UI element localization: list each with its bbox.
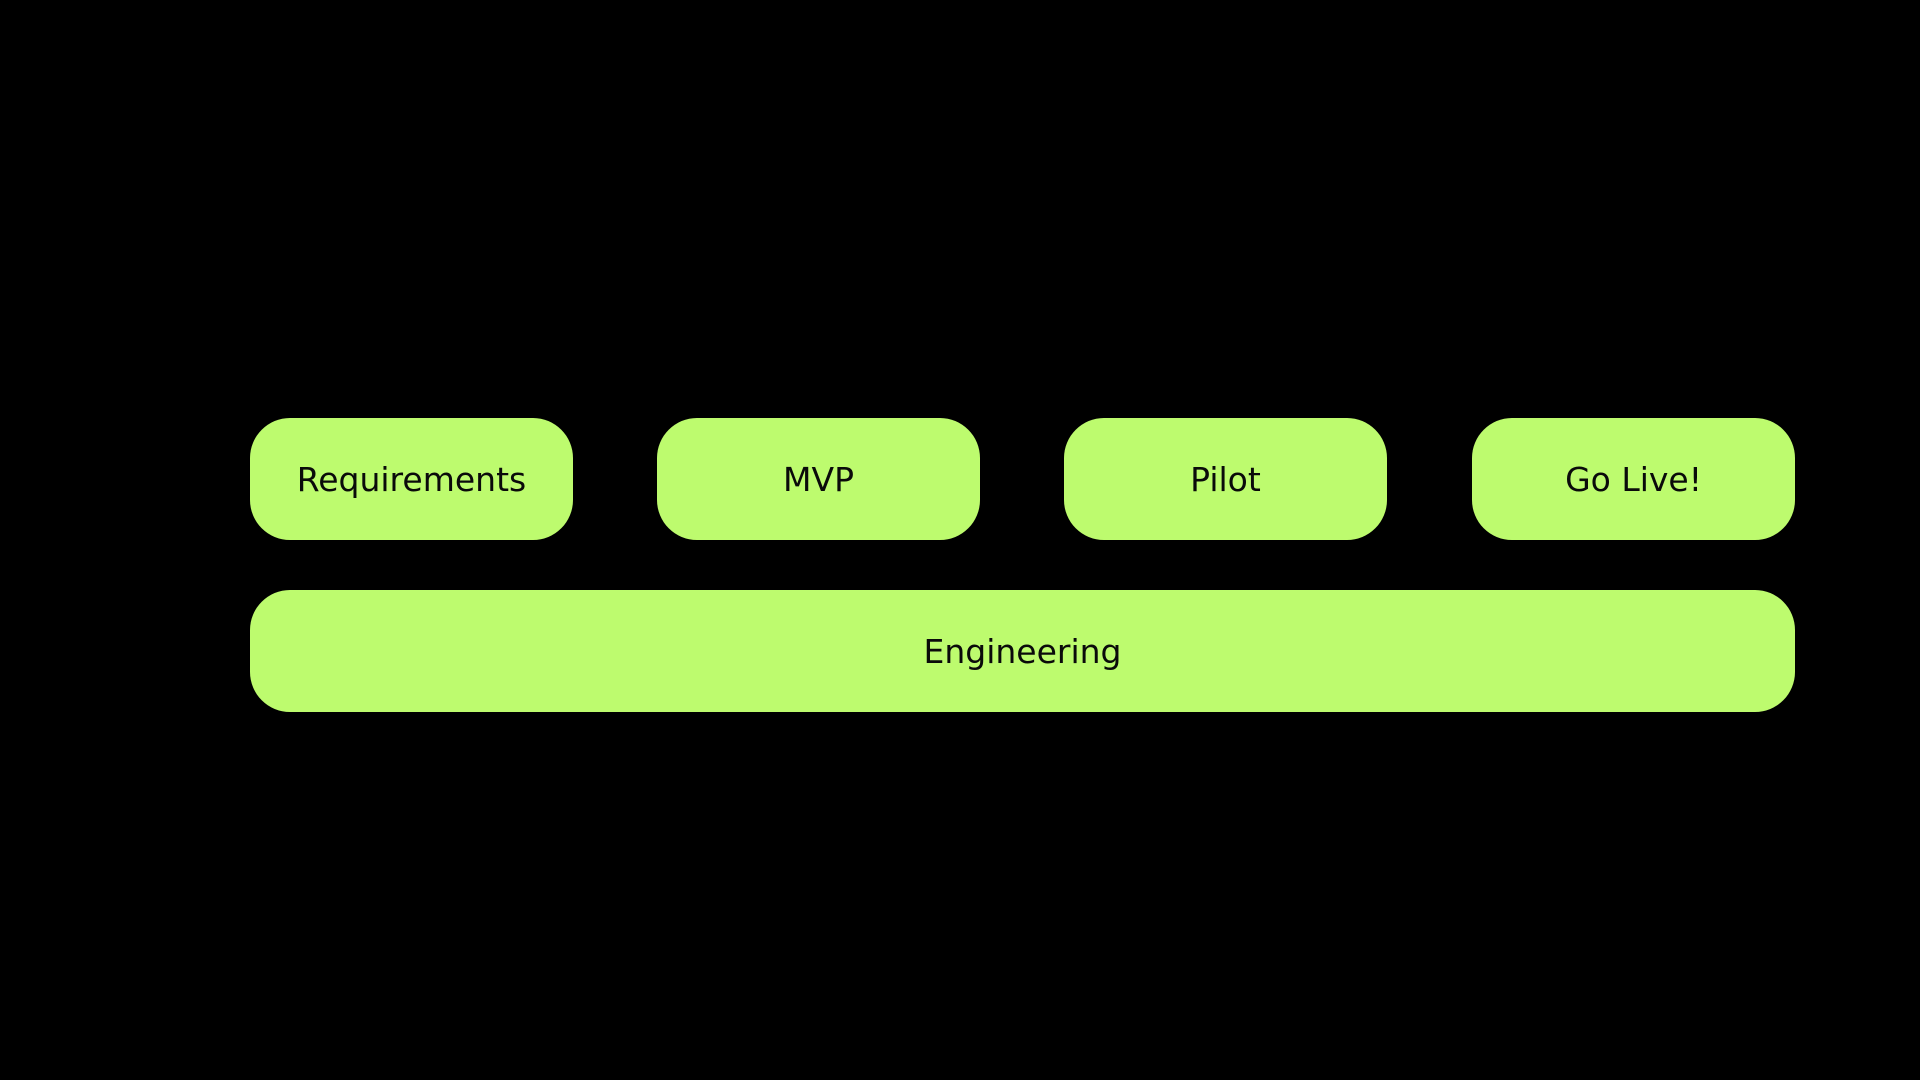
stage-requirements: Requirements [250,418,573,540]
stage-label: Go Live! [1565,459,1702,499]
stage-pilot: Pilot [1064,418,1387,540]
stage-label: MVP [783,459,854,499]
foundation-engineering: Engineering [250,590,1795,712]
stage-label: Pilot [1190,459,1261,499]
stage-go-live: Go Live! [1472,418,1795,540]
stage-mvp: MVP [657,418,980,540]
foundation-label: Engineering [923,631,1122,671]
stage-label: Requirements [296,459,527,499]
